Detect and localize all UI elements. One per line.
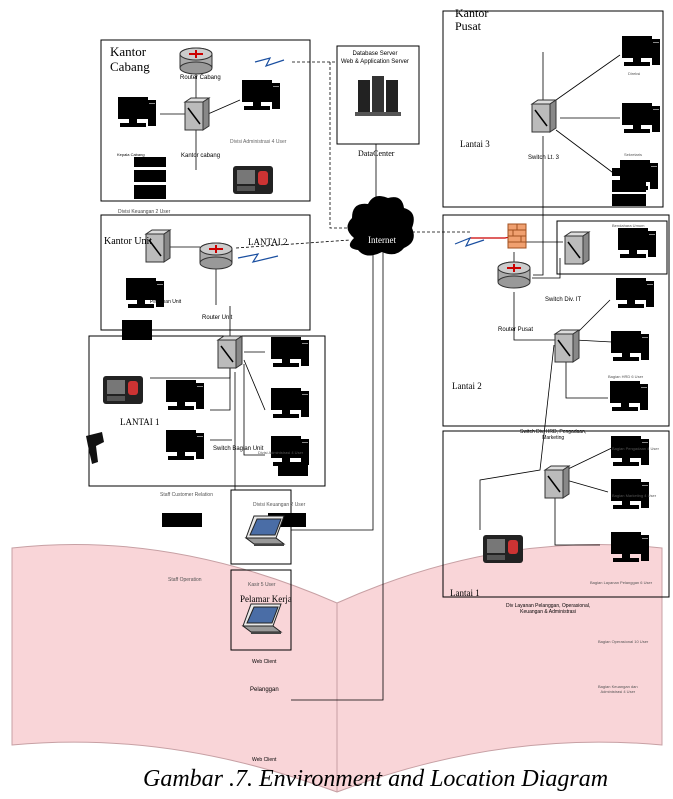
figure-caption: Gambar .7. Environment and Location Diag… (143, 766, 609, 792)
kantor-pusat-lantai1-label: Lantai 1 (450, 588, 480, 598)
pc-icon (618, 228, 656, 258)
divisi-admin-cabang-label: Divisi Administrasi 4 User (230, 139, 287, 145)
switch-icon (544, 465, 570, 499)
kantor-cabang-box (100, 39, 311, 202)
kepala-cabang-label: Kepala Cabang (117, 152, 145, 157)
layanan-label: Bagian Layanan Pelanggan 6 User (590, 580, 653, 585)
router-icon (497, 261, 531, 289)
keuangan-admin-label: Bagian Keuangan dan Administrasi 4 User (598, 684, 638, 694)
pc-icon (622, 36, 660, 66)
pc-icon (166, 430, 204, 460)
divisi-keuangan-unit-label: Divisi Keuangan 2 User (253, 502, 306, 508)
web-client-label: Web Client (252, 757, 277, 763)
kantor-unit-lantai1-box (88, 335, 326, 487)
fingerprint-device-icon (103, 376, 143, 404)
router-unit-label: Router Unit (202, 315, 233, 321)
div-layanan-label: Div Layanan Pelanggan, Operasional, Keua… (506, 603, 591, 615)
kantor-unit-lantai2-label: LANTAI 2 (248, 237, 288, 247)
firewall-icon (507, 223, 527, 249)
pc-icon (118, 97, 156, 127)
wireless-link-pusat (454, 236, 485, 248)
bendahara-label: Bendahara Umum (612, 223, 645, 228)
pelanggan-laptop-box (230, 569, 292, 651)
kantor-pusat-title: Kantor Pusat (455, 6, 489, 33)
kantor-pusat-box (442, 10, 664, 208)
router-icon (179, 47, 213, 75)
operasional-label: Bagian Operasional 10 User (598, 639, 649, 644)
kantor-cabang-switch-label: Kantor cabang (181, 153, 221, 159)
marketing-label: Bagian Marketing 4 User (612, 493, 657, 498)
kantor-unit-lantai1-label: LANTAI 1 (120, 417, 160, 427)
router-cabang-label: Router Cabang (180, 75, 221, 81)
fingerprint-device-icon (483, 535, 523, 563)
kantor-unit-title: Kantor Unit (104, 236, 153, 247)
switch-hrd-label: Switch Div. HRD, Pengadaan, Marketing (520, 429, 587, 441)
pc-icon (611, 331, 649, 361)
datacenter-label: DataCenter (358, 149, 395, 158)
switch-div-it-label: Switch Div. IT (545, 297, 582, 303)
pc-icon (616, 278, 654, 308)
pc-icon (610, 381, 648, 411)
wireless-link-cabang (254, 57, 285, 68)
hrd-label: Bagian HRD 6 User (608, 374, 644, 379)
switch-lt3-label: Switch Lt. 3 (528, 155, 560, 161)
staff-customer-relation-label: Staff Customer Relation (160, 492, 213, 498)
internet-label: Internet (368, 235, 396, 245)
datacenter-box (336, 45, 420, 145)
wireless-link-unit (237, 253, 279, 263)
web-client-label: Web Client (252, 659, 277, 665)
router-icon (199, 242, 233, 270)
datacenter-server-label: Database Server Web & Application Server (341, 51, 409, 65)
pc-icon (622, 103, 660, 133)
staff-operation-label: Staff Operation (168, 577, 202, 583)
kantor-pusat-lantai2-box (442, 214, 670, 427)
server-icon (355, 76, 401, 116)
fingerprint-device-icon (233, 166, 273, 194)
switch-icon (531, 99, 557, 133)
pc-icon (166, 380, 204, 410)
divisi-keuangan-cabang-label: Divisi Keuangan 2 User (118, 209, 171, 215)
bendahara-box (556, 220, 668, 275)
router-pusat-label: Router Pusat (498, 327, 534, 333)
kantor-unit-box (100, 214, 311, 331)
pelamar-kerja-label: Pelamar Kerja (240, 594, 292, 604)
direksi-label: Direksi (628, 71, 641, 76)
kantor-pusat-lantai3-label: Lantai 3 (460, 139, 490, 149)
pc-icon (611, 436, 649, 466)
pc-icon (271, 388, 309, 418)
switch-icon (184, 97, 210, 131)
pengadaan-label: Bagian Pengadaan 4 User (612, 446, 659, 451)
pc-icon (242, 80, 280, 110)
network-links (150, 52, 621, 701)
sekretaris-label: Sekretaris (624, 152, 643, 157)
switch-icon (564, 231, 590, 265)
kantor-pusat-lantai1-box (442, 430, 670, 598)
kantor-cabang-title: Kantor Cabang (110, 44, 150, 74)
pc-icon (271, 337, 309, 367)
switch-bagian-unit-label: Switch Bagian Unit (213, 446, 264, 452)
switch-icon (217, 335, 243, 369)
switch-icon (554, 329, 580, 363)
pimpinan-unit-label: Pimpinan Unit (150, 299, 182, 305)
kasir-label: Kasir 5 User (248, 582, 276, 588)
laptop-icon (245, 515, 285, 547)
barcode-scanner-icon (86, 432, 104, 464)
divisi-admin-unit-label: Divisi Administrasi 4 User (258, 450, 304, 455)
kantor-pusat-lantai2-label: Lantai 2 (452, 381, 482, 391)
internet-cloud (347, 196, 414, 256)
pelanggan-label: Pelanggan (250, 687, 279, 693)
